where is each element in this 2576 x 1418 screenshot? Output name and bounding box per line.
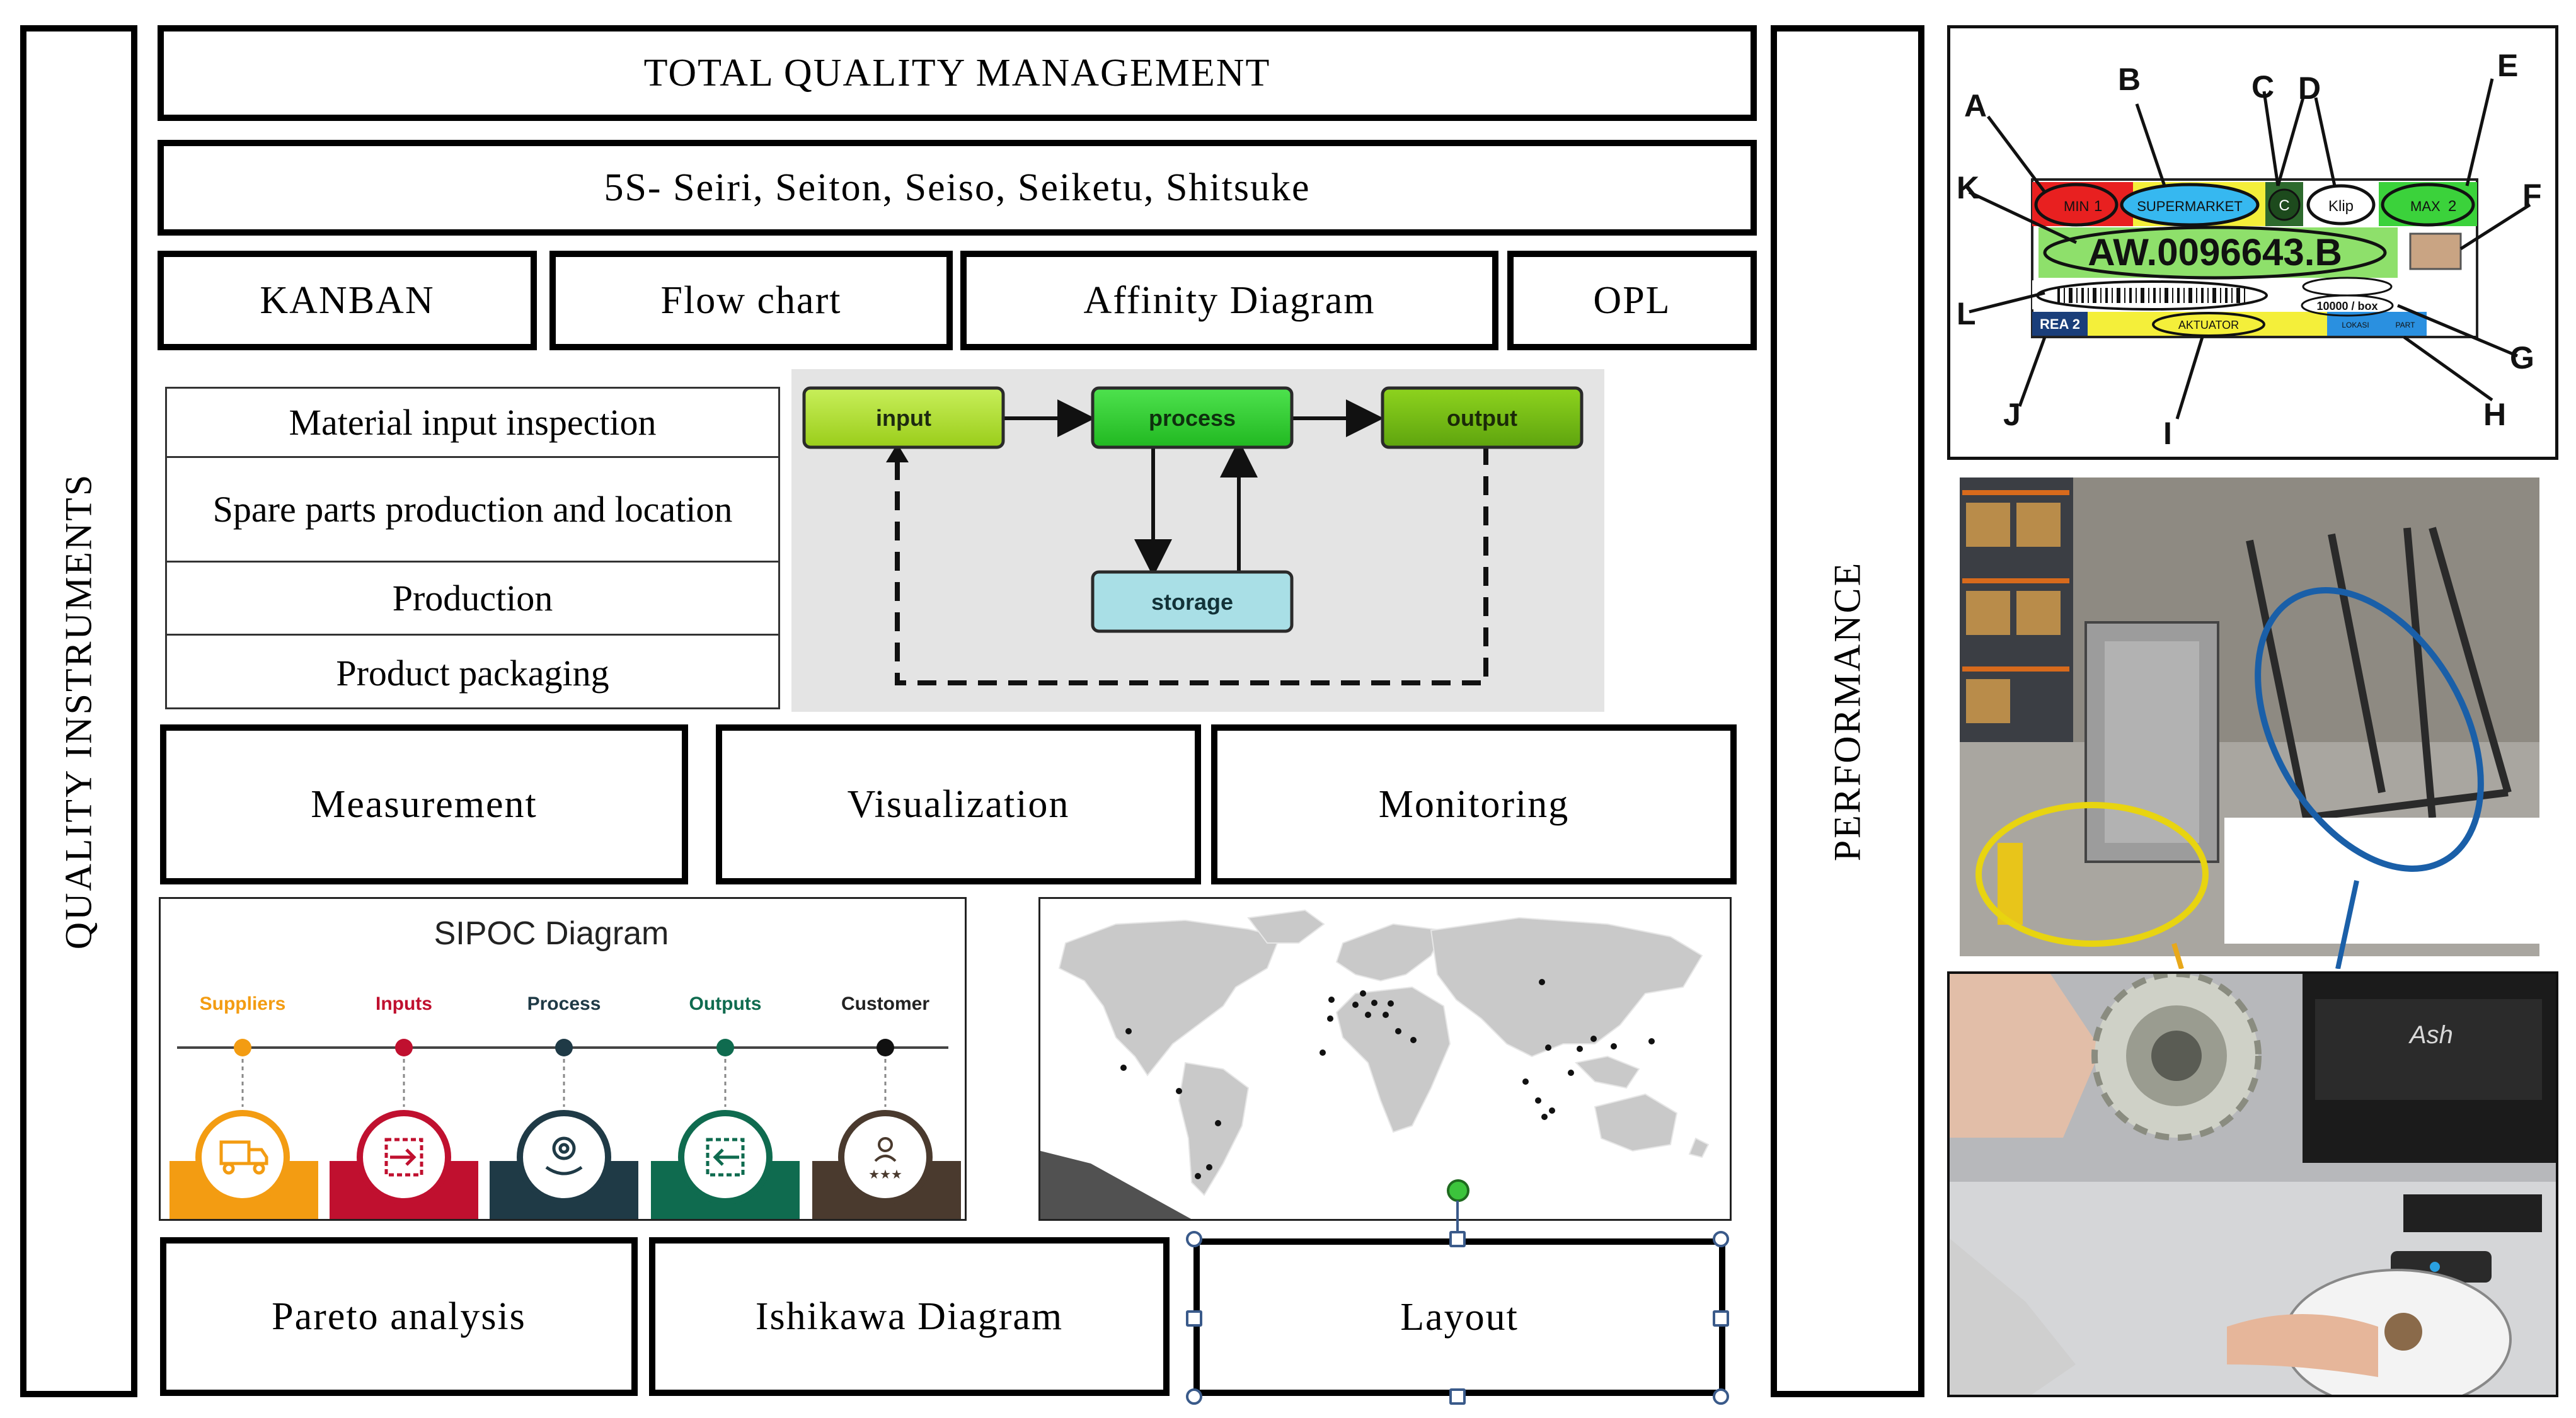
flow-node-input: input [876, 405, 931, 431]
card-supermarket: SUPERMARKET [2137, 198, 2242, 214]
card-letter-c: C [2251, 69, 2274, 105]
sipoc-diagram: SIPOC Diagram Suppliers Inputs Process [159, 897, 967, 1221]
process-steps-table: Material input inspection Spare parts pr… [165, 387, 780, 709]
card-letter-d: D [2298, 71, 2321, 106]
card-small-1: LOKASI [2342, 321, 2369, 329]
process-step-4: Product packaging [336, 653, 609, 694]
card-klip: Klip [2328, 198, 2354, 215]
flow-chart-box: Flow chart [549, 251, 953, 350]
customer-rating-icon: ★★★ [868, 1137, 902, 1182]
affinity-diagram-box: Affinity Diagram [960, 251, 1498, 350]
input-arrow-icon [384, 1138, 423, 1177]
resize-handle-n[interactable] [1449, 1231, 1466, 1247]
card-letter-h: H [2483, 397, 2506, 432]
ishikawa-diagram-label: Ishikawa Diagram [755, 1295, 1064, 1338]
sipoc-title: SIPOC Diagram [434, 915, 669, 952]
card-code: AW.0096643.B [2088, 231, 2342, 273]
tqm-box: TOTAL QUALITY MANAGEMENT [158, 25, 1757, 121]
ishikawa-diagram-box: Ishikawa Diagram [649, 1237, 1170, 1396]
performance-bar: PERFORMANCE [1771, 25, 1924, 1397]
world-map [1038, 897, 1732, 1221]
visualization-label: Visualization [847, 782, 1070, 826]
measurement-box: Measurement [160, 724, 688, 884]
warehouse-photo-svg [1960, 477, 2539, 969]
world-map-svg [1040, 909, 1710, 1219]
sipoc-label-suppliers: Suppliers [200, 993, 286, 1014]
resize-handle-ne[interactable] [1713, 1231, 1729, 1247]
sipoc-label-outputs: Outputs [689, 993, 762, 1014]
card-max: MAX [2410, 198, 2441, 214]
quality-instruments-label: QUALITY INSTRUMENTS [57, 472, 100, 950]
process-step-1: Material input inspection [167, 389, 778, 458]
pareto-analysis-box: Pareto analysis [160, 1237, 638, 1396]
gear-photo-svg: Ash [1950, 974, 2556, 1395]
process-step-3: Production [167, 563, 778, 636]
monitor-brand: Ash [2408, 1021, 2453, 1049]
flow-chart-label: Flow chart [660, 278, 842, 322]
sipoc-svg: SIPOC Diagram Suppliers Inputs Process [170, 915, 961, 1219]
card-min-value: 1 [2094, 198, 2102, 215]
layout-label: Layout [1400, 1295, 1519, 1339]
flow-diagram-svg: input process output storage [802, 386, 1584, 685]
gear-inspection-photo: Ash [1947, 971, 2558, 1397]
gear-icon [2091, 974, 2262, 1141]
flow-diagram: input process output storage [791, 369, 1604, 712]
monitoring-label: Monitoring [1378, 782, 1570, 826]
resize-handle-s[interactable] [1449, 1388, 1466, 1405]
resize-handle-w[interactable] [1186, 1310, 1202, 1327]
resize-handle-e[interactable] [1713, 1310, 1729, 1327]
card-aktuator: AKTUATOR [2178, 319, 2239, 331]
five-s-box: 5S- Seiri, Seiton, Seiso, Seiketu, Shits… [158, 140, 1757, 236]
card-max-value: 2 [2448, 198, 2456, 215]
kanban-box: KANBAN [158, 251, 537, 350]
pareto-analysis-label: Pareto analysis [272, 1295, 526, 1338]
card-letter-i: I [2163, 416, 2172, 451]
sipoc-label-inputs: Inputs [376, 993, 432, 1014]
rotation-handle[interactable] [1447, 1179, 1469, 1202]
warehouse-photo [1953, 465, 2552, 969]
barcode-icon [2057, 288, 2245, 303]
measurement-label: Measurement [311, 782, 538, 826]
flow-node-output: output [1447, 405, 1517, 431]
affinity-diagram-label: Affinity Diagram [1083, 278, 1376, 322]
card-letter-f: F [2522, 178, 2542, 213]
flow-node-process: process [1149, 405, 1236, 431]
kanban-card-panel: MIN 1 SUPERMARKET C Klip MAX 2 AW.009664… [1947, 25, 2558, 460]
monitoring-box: Monitoring [1211, 724, 1737, 884]
process-step-2: Spare parts production and location [167, 458, 778, 563]
sipoc-label-customer: Customer [841, 993, 929, 1014]
opl-label: OPL [1593, 278, 1671, 322]
resize-handle-nw[interactable] [1186, 1231, 1202, 1247]
card-small-2: PART [2396, 321, 2416, 329]
five-s-label: 5S- Seiri, Seiton, Seiso, Seiketu, Shits… [604, 166, 1311, 209]
kanban-label: KANBAN [260, 278, 435, 322]
card-min: MIN [2064, 198, 2089, 214]
resize-handle-sw[interactable] [1186, 1388, 1202, 1405]
gear-hand-icon [545, 1136, 583, 1175]
card-letter-l: L [1957, 296, 1976, 331]
output-arrow-icon [706, 1138, 745, 1177]
card-c-badge: C [2279, 197, 2289, 214]
resize-handle-se[interactable] [1713, 1388, 1729, 1405]
tqm-label: TOTAL QUALITY MANAGEMENT [643, 51, 1271, 94]
card-rea: REA 2 [2040, 316, 2080, 332]
rotation-handle-stem [1456, 1201, 1459, 1233]
card-letter-j: J [2003, 397, 2021, 432]
card-qty: 10000 / box [2316, 300, 2378, 312]
layout-box[interactable]: Layout [1193, 1238, 1725, 1396]
flow-node-storage: storage [1151, 589, 1233, 615]
card-letter-e: E [2497, 48, 2518, 83]
visualization-box: Visualization [716, 724, 1201, 884]
card-letter-g: G [2510, 340, 2534, 375]
kanban-card-svg: MIN 1 SUPERMARKET C Klip MAX 2 AW.009664… [1957, 48, 2542, 451]
card-letter-k: K [1957, 170, 1979, 205]
delivery-truck-icon [219, 1140, 268, 1175]
sipoc-label-process: Process [527, 993, 601, 1014]
card-letter-b: B [2118, 62, 2141, 97]
card-letter-a: A [1964, 88, 1987, 123]
opl-box: OPL [1507, 251, 1757, 350]
performance-label: PERFORMANCE [1826, 561, 1868, 862]
quality-instruments-bar: QUALITY INSTRUMENTS [20, 25, 137, 1397]
svg-text:★★★: ★★★ [868, 1168, 902, 1182]
